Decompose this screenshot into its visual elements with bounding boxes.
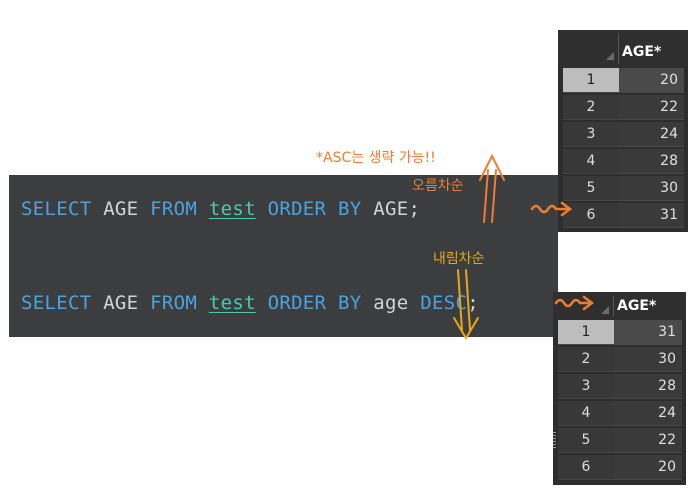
age-cell[interactable]: 24 [614,401,682,426]
row-number[interactable]: 5 [563,176,619,201]
table-row[interactable]: 3 24 [563,122,684,147]
table-row[interactable]: 4 24 [558,401,682,426]
query-asc-line[interactable]: SELECT AGE FROM test ORDER BY AGE; [21,198,420,220]
row-number[interactable]: 4 [558,401,614,426]
column-name: AGE [103,292,139,314]
keyword-select: SELECT [21,198,92,220]
age-cell[interactable]: 22 [619,95,684,120]
grid-header: AGE* [553,292,686,320]
query-desc-line[interactable]: SELECT AGE FROM test ORDER BY age DESC; [21,292,479,314]
table-row[interactable]: 3 28 [558,374,682,399]
order-column: age [373,292,409,314]
asc-optional-note: *ASC는 생략 가능!! [316,150,436,166]
header-divider [618,34,619,64]
keyword-order: ORDER [267,292,327,314]
age-cell[interactable]: 28 [619,149,684,174]
table-row[interactable]: 2 30 [558,347,682,372]
row-number[interactable]: 2 [558,347,614,372]
grid-header: AGE* [558,30,688,68]
table-row[interactable]: 1 20 [563,68,684,93]
table-row[interactable]: 5 22 [558,428,682,453]
table-name: test [208,198,256,220]
column-header-age[interactable]: AGE* [617,298,657,314]
keyword-by: BY [338,198,362,220]
table-row[interactable]: 2 22 [563,95,684,120]
row-number[interactable]: 3 [558,374,614,399]
age-cell[interactable]: 20 [619,68,684,93]
row-number[interactable]: 6 [558,455,614,480]
keyword-from: FROM [150,292,198,314]
age-cell[interactable]: 30 [614,347,682,372]
row-number[interactable]: 5 [558,428,614,453]
column-header-age[interactable]: AGE* [622,44,662,60]
row-number[interactable]: 6 [563,203,619,228]
statement-terminator: ; [467,292,479,314]
table-row[interactable]: 5 30 [563,176,684,201]
table-name: test [208,292,256,314]
keyword-select: SELECT [21,292,92,314]
age-cell[interactable]: 31 [619,203,684,228]
row-number[interactable]: 4 [563,149,619,174]
age-cell[interactable]: 24 [619,122,684,147]
result-grid-desc: AGE* 1 31 2 30 3 28 4 24 5 22 6 20 [553,292,686,485]
ascending-label: 오름차순 [412,178,464,194]
age-cell[interactable]: 30 [619,176,684,201]
keyword-order: ORDER [267,198,327,220]
age-cell[interactable]: 20 [614,455,682,480]
header-divider [613,296,614,316]
column-name: AGE [103,198,139,220]
age-cell[interactable]: 28 [614,374,682,399]
keyword-by: BY [338,292,362,314]
table-row[interactable]: 4 28 [563,149,684,174]
row-number[interactable]: 3 [563,122,619,147]
order-column: AGE; [373,198,421,220]
age-cell[interactable]: 22 [614,428,682,453]
result-grid-asc: AGE* 1 20 2 22 3 24 4 28 5 30 6 31 [558,30,688,232]
select-all-corner-icon[interactable] [601,306,609,314]
age-cell[interactable]: 31 [614,320,682,345]
keyword-desc: DESC [420,292,468,314]
sql-editor[interactable]: SELECT AGE FROM test ORDER BY AGE; SELEC… [9,175,558,337]
descending-label: 내림차순 [433,251,485,267]
row-number[interactable]: 2 [563,95,619,120]
select-all-corner-icon[interactable] [606,52,614,60]
row-number[interactable]: 1 [558,320,614,345]
table-row[interactable]: 6 31 [563,203,684,228]
keyword-from: FROM [150,198,198,220]
row-number[interactable]: 1 [563,68,619,93]
resize-grip-icon[interactable] [553,432,556,450]
table-row[interactable]: 1 31 [558,320,682,345]
table-row[interactable]: 6 20 [558,455,682,480]
